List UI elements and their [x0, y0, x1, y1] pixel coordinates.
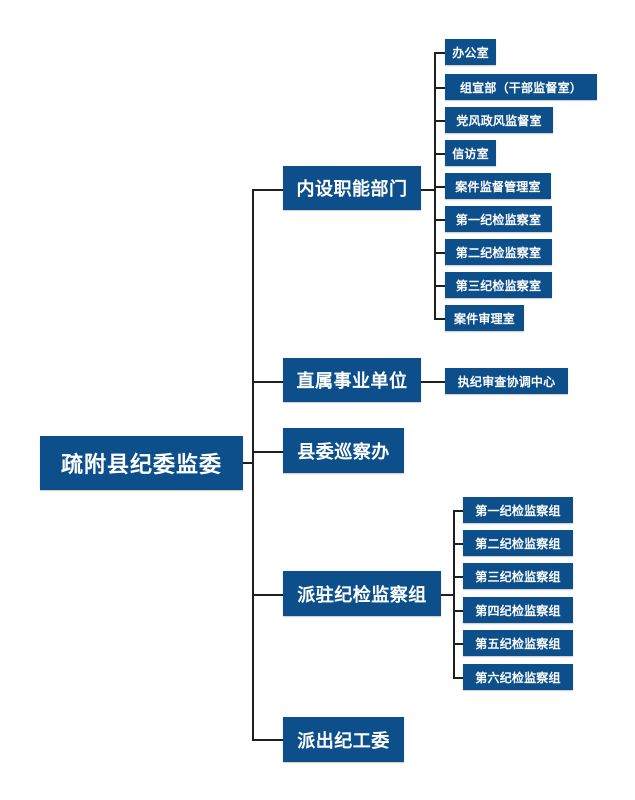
child-connector-2-1 — [421, 381, 445, 383]
child-node-party-style-supervision: 党风政风监督室 — [445, 107, 553, 133]
child-connector-1-3 — [434, 120, 445, 122]
branch-connector-1 — [252, 189, 283, 191]
branch-node-internal-departments: 内设职能部门 — [283, 166, 421, 210]
main-vertical-connector — [252, 189, 254, 740]
child-connector-1-4 — [434, 153, 445, 155]
branch-node-inspection-office: 县委巡察办 — [283, 428, 404, 473]
child-stem-4 — [441, 594, 454, 596]
child-connector-1-5 — [434, 186, 445, 188]
child-node-third-discipline-group: 第三纪检监察组 — [463, 563, 573, 589]
branch-connector-4 — [252, 594, 283, 596]
child-node-organization-publicity: 组宣部（干部监督室） — [445, 74, 597, 100]
child-connector-1-1 — [434, 52, 445, 54]
child-connector-4-1 — [453, 510, 463, 512]
child-connector-1-9 — [434, 318, 445, 320]
child-connector-1-2 — [434, 87, 445, 89]
branch-node-stationed-discipline-groups: 派驻纪检监察组 — [283, 571, 441, 616]
child-node-second-discipline-room: 第二纪检监察室 — [445, 239, 552, 265]
branch-connector-3 — [252, 451, 283, 453]
child-vertical-connector-4 — [453, 510, 455, 679]
child-node-third-discipline-room: 第三纪检监察室 — [445, 272, 552, 298]
child-node-office: 办公室 — [445, 39, 496, 65]
child-connector-4-2 — [453, 543, 463, 545]
branch-node-affiliated-institution: 直属事业单位 — [283, 358, 421, 402]
child-node-petition-office: 信访室 — [445, 140, 496, 166]
child-node-sixth-discipline-group: 第六纪检监察组 — [463, 664, 573, 690]
child-connector-4-6 — [453, 677, 463, 679]
child-stem-1 — [421, 189, 435, 191]
child-connector-1-8 — [434, 285, 445, 287]
child-connector-1-6 — [434, 219, 445, 221]
child-node-case-supervision: 案件监督管理室 — [445, 173, 551, 199]
child-connector-4-5 — [453, 643, 463, 645]
branch-connector-2 — [252, 381, 283, 383]
child-node-case-review: 案件审理室 — [445, 305, 524, 331]
child-node-review-coordination-center: 执纪审查协调中心 — [445, 368, 568, 394]
child-connector-1-7 — [434, 252, 445, 254]
child-node-fourth-discipline-group: 第四纪检监察组 — [463, 597, 573, 623]
child-node-second-discipline-group: 第二纪检监察组 — [463, 530, 573, 556]
branch-node-dispatched-work-committee: 派出纪工委 — [283, 717, 404, 762]
child-node-first-discipline-group: 第一纪检监察组 — [463, 497, 573, 523]
child-node-first-discipline-room: 第一纪检监察室 — [445, 206, 552, 232]
root-node: 疏附县纪委监委 — [40, 436, 243, 490]
trunk-line — [243, 462, 253, 464]
branch-connector-5 — [252, 739, 283, 741]
child-connector-4-3 — [453, 576, 463, 578]
child-node-fifth-discipline-group: 第五纪检监察组 — [463, 630, 573, 656]
child-connector-4-4 — [453, 610, 463, 612]
